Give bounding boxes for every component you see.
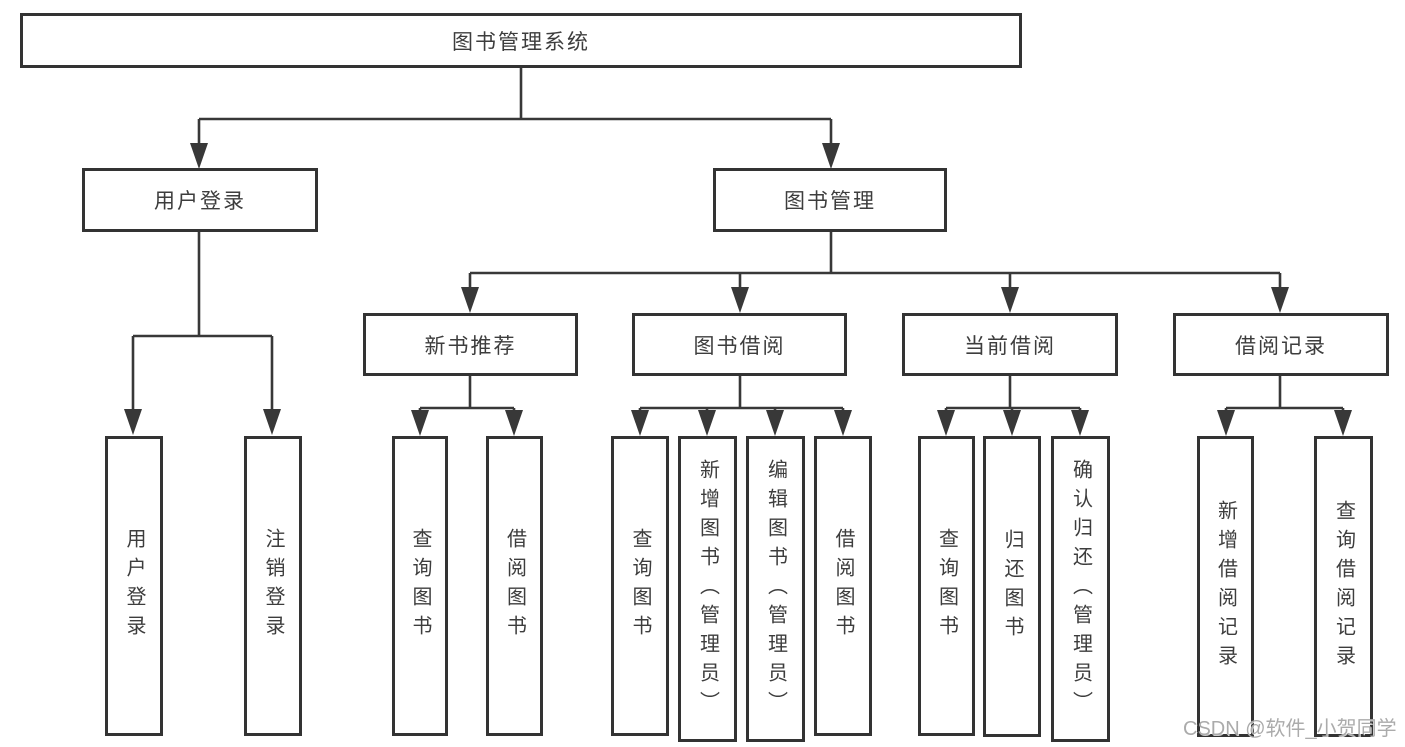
node-label: 图书借阅 <box>693 334 786 358</box>
node-label: 新增借阅记录 <box>1214 499 1237 674</box>
node-label: 图书管理 <box>784 190 876 213</box>
leaf-query-books-2: 查询图书 <box>611 436 669 736</box>
node-user-login: 用户登录 <box>82 168 318 232</box>
leaf-borrow-books-2: 借阅图书 <box>814 436 872 736</box>
node-label: 归还图书 <box>1001 528 1023 645</box>
node-label: 借阅图书 <box>503 528 526 644</box>
node-label: 借阅图书 <box>832 528 854 644</box>
leaf-edit-book-admin: 编辑图书（管理员） <box>746 436 805 742</box>
leaf-user-login: 用户登录 <box>105 436 163 736</box>
node-label: 图书管理系统 <box>452 30 590 54</box>
node-label: 查询借阅记录 <box>1332 499 1355 674</box>
node-label: 查询图书 <box>629 528 651 644</box>
leaf-confirm-return-admin: 确认归还（管理员） <box>1051 436 1110 742</box>
node-label: 编辑图书（管理员） <box>764 458 787 720</box>
node-library-management-system: 图书管理系统 <box>20 13 1022 68</box>
node-label: 当前借阅 <box>964 334 1056 358</box>
leaf-query-books-1: 查询图书 <box>392 436 448 736</box>
node-label: 新增图书（管理员） <box>696 458 719 720</box>
node-label: 借阅记录 <box>1235 334 1327 358</box>
leaf-logout: 注销登录 <box>244 436 302 736</box>
node-borrowing-records: 借阅记录 <box>1173 313 1389 376</box>
node-label: 查询图书 <box>409 528 431 644</box>
node-book-borrowing: 图书借阅 <box>632 313 847 376</box>
node-label: 用户登录 <box>123 528 145 644</box>
node-label: 确认归还（管理员） <box>1069 458 1092 720</box>
leaf-add-borrow-record: 新增借阅记录 <box>1197 436 1254 737</box>
node-new-book-recommendation: 新书推荐 <box>363 313 578 376</box>
leaf-query-books-3: 查询图书 <box>918 436 975 736</box>
node-label: 查询图书 <box>935 528 958 644</box>
leaf-query-borrow-record: 查询借阅记录 <box>1314 436 1373 737</box>
node-label: 新书推荐 <box>424 334 517 358</box>
leaf-add-book-admin: 新增图书（管理员） <box>678 436 737 742</box>
node-label: 注销登录 <box>262 528 284 644</box>
leaf-borrow-books-1: 借阅图书 <box>486 436 543 736</box>
node-label: 用户登录 <box>154 190 246 213</box>
node-book-management: 图书管理 <box>713 168 947 232</box>
leaf-return-books: 归还图书 <box>983 436 1041 737</box>
csdn-watermark: CSDN @软件_小贺同学 <box>1183 718 1397 740</box>
node-current-borrowing: 当前借阅 <box>902 313 1118 376</box>
